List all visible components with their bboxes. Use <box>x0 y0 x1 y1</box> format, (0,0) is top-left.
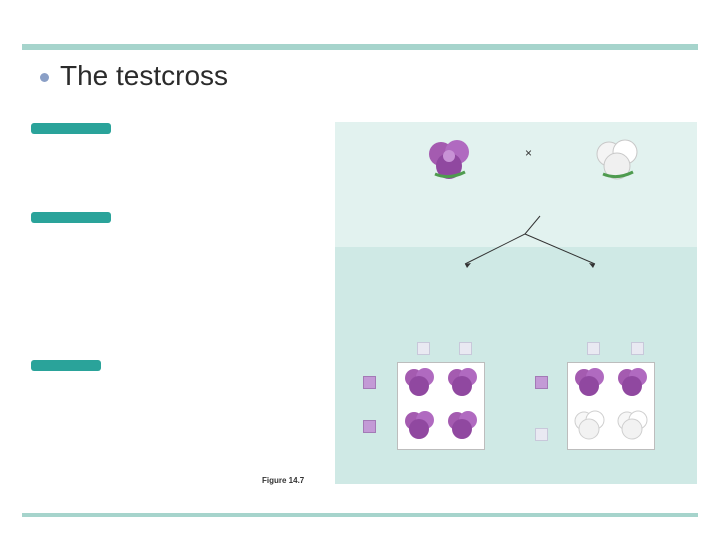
flower-icon <box>405 368 434 396</box>
bottom-rule <box>22 513 698 517</box>
cross-arrows <box>464 215 596 268</box>
punnett-square-right <box>567 362 655 450</box>
punnett-cell <box>568 363 611 406</box>
allele-header <box>363 420 376 433</box>
top-rule <box>22 44 698 50</box>
punnett-cell <box>611 406 654 449</box>
flower-icon <box>448 411 477 439</box>
slide-title: The testcross <box>60 60 229 91</box>
punnett-cell <box>611 363 654 406</box>
flower-icon <box>574 410 605 440</box>
flower-icon <box>575 368 604 396</box>
flower-icon <box>596 139 638 180</box>
allele-header <box>535 428 548 441</box>
figure-panel: × <box>335 122 697 484</box>
bullet-icon <box>40 73 49 82</box>
flower-icon <box>618 368 647 396</box>
flower-icon <box>405 411 434 439</box>
allele-header <box>459 342 472 355</box>
flower-icon <box>448 368 477 396</box>
punnett-square-left <box>397 362 485 450</box>
punnett-cell <box>398 363 441 406</box>
allele-header <box>363 376 376 389</box>
figure-panel-top <box>335 122 697 247</box>
cross-symbol: × <box>525 146 533 160</box>
flower-icon <box>429 140 469 179</box>
punnett-cell <box>441 406 484 449</box>
figure-label: Figure 14.7 <box>262 476 305 485</box>
punnett-cell <box>398 406 441 449</box>
allele-header <box>417 342 430 355</box>
punnett-cell <box>568 406 611 449</box>
allele-header <box>631 342 644 355</box>
flower-icon <box>617 410 648 440</box>
tag-results <box>31 360 101 371</box>
punnett-cell <box>441 363 484 406</box>
allele-header <box>587 342 600 355</box>
tag-appearance <box>31 123 111 134</box>
tag-technique <box>31 212 111 223</box>
allele-header <box>535 376 548 389</box>
